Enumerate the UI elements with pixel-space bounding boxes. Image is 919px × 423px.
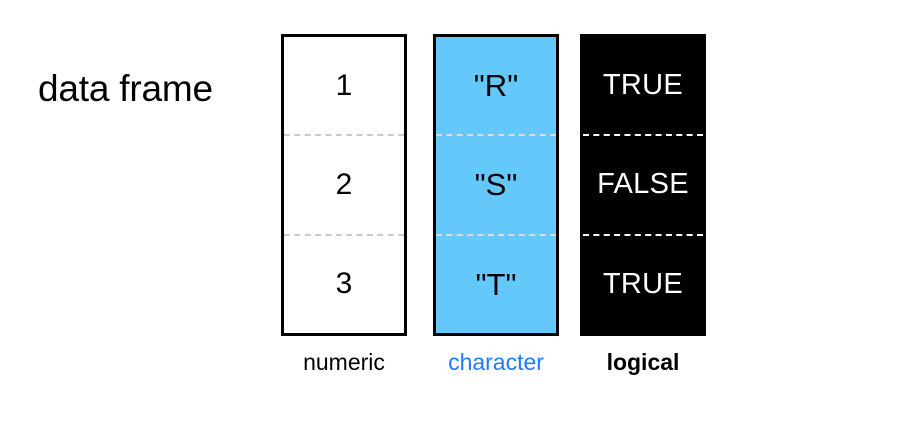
type-label-numeric: numeric xyxy=(303,349,385,375)
data-frame-title: data frame xyxy=(38,68,213,109)
type-label-character: character xyxy=(448,349,544,375)
cell-character-3: "T" xyxy=(436,233,556,333)
type-label-logical: logical xyxy=(606,349,680,375)
column-character: "R" "S" "T" xyxy=(433,34,559,336)
cell-logical-1: TRUE xyxy=(602,69,684,102)
cell-numeric-3: 3 xyxy=(284,233,404,333)
column-numeric: 1 2 3 xyxy=(281,34,407,336)
column-logical: TRUE FALSE TRUE xyxy=(580,34,706,336)
cell-logical-2: FALSE xyxy=(583,134,703,233)
cell-numeric-2: 2 xyxy=(284,134,404,233)
cell-logical-3: TRUE xyxy=(583,233,703,333)
cell-numeric-1: 1 xyxy=(335,68,353,102)
cell-character-2: "S" xyxy=(436,134,556,233)
cell-character-1: "R" xyxy=(473,68,519,104)
